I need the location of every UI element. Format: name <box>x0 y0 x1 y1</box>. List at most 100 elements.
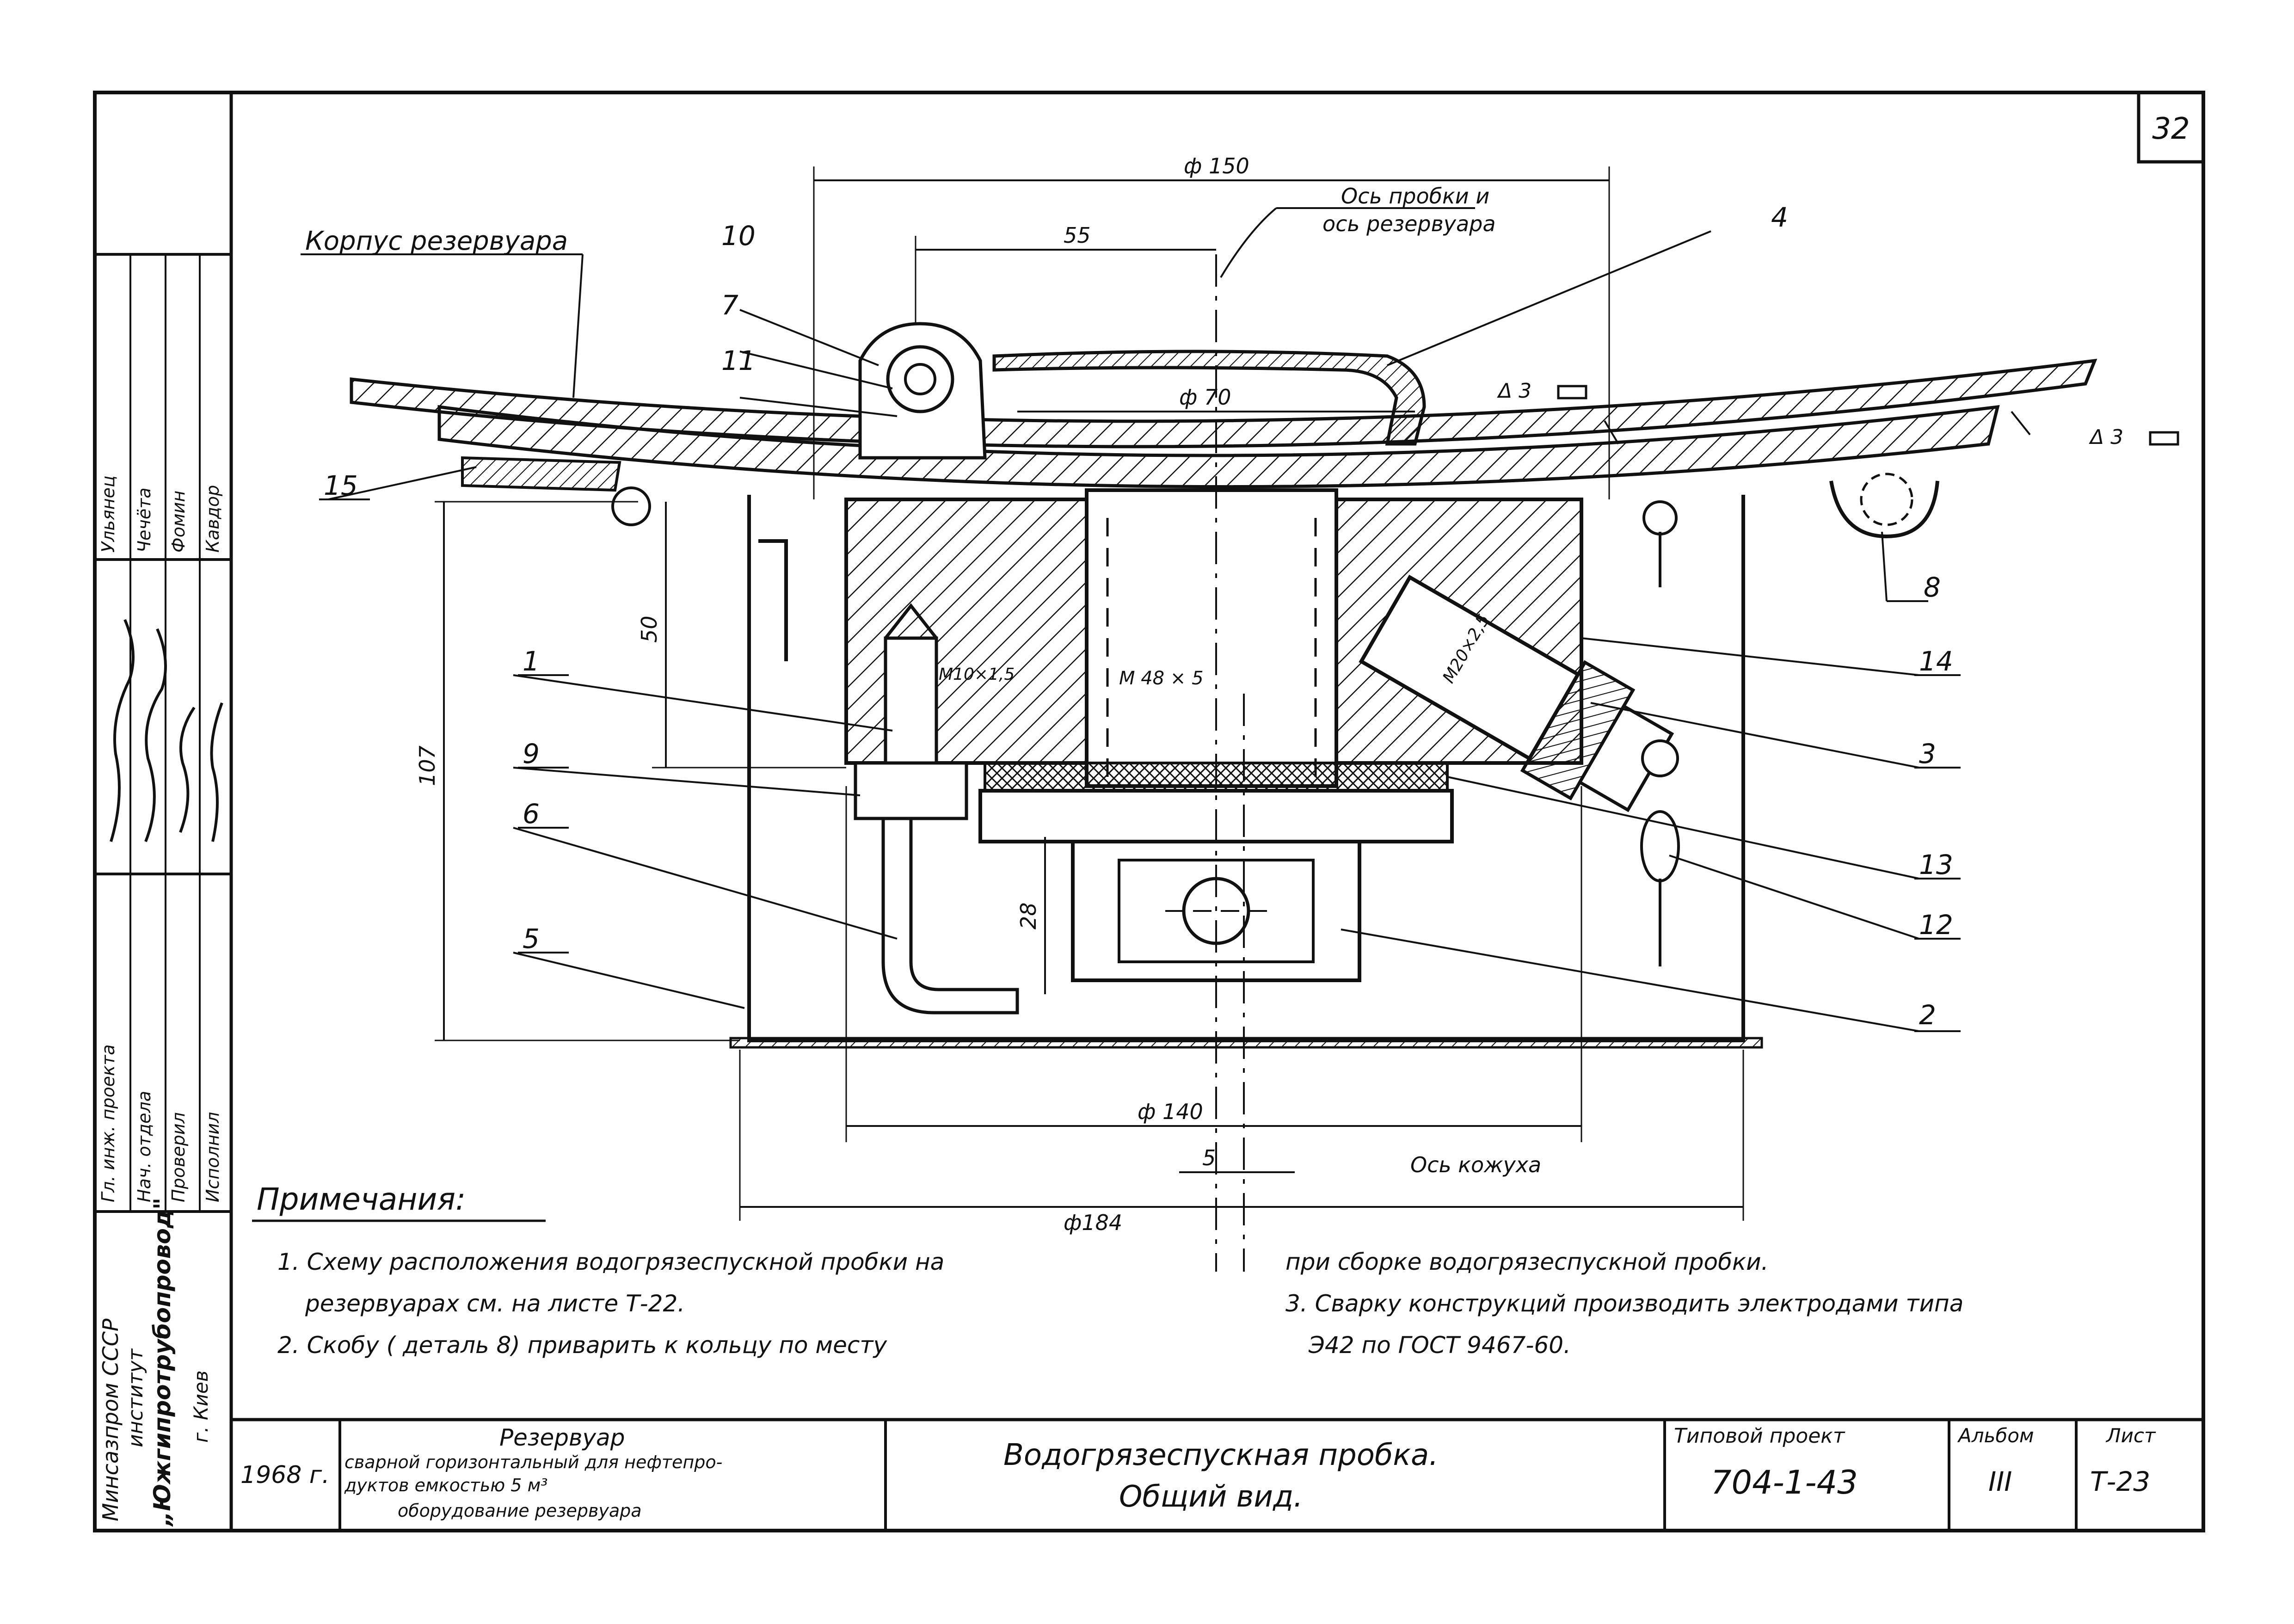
leader <box>739 397 898 417</box>
central-bore <box>1085 488 1338 788</box>
tb-title-2: Общий вид. <box>1119 1480 1303 1514</box>
tb-subject-1: Резервуар <box>499 1424 625 1451</box>
weld-mark <box>1557 385 1587 400</box>
signatures <box>110 619 223 843</box>
side-role-4: Исполнил <box>203 1112 223 1202</box>
leader <box>1220 207 1277 278</box>
side-name-3: Фомин <box>168 490 189 553</box>
sheet-number: 32 <box>2152 112 2189 146</box>
tb-subject-4: оборудование резервуара <box>398 1501 642 1521</box>
side-role-2: Нач. отдела <box>134 1090 154 1202</box>
callout-2: 2 <box>1919 999 1936 1031</box>
note-1a: 1. Схему расположения водогрязеспускной … <box>277 1249 945 1275</box>
side-name-2: Чечёта <box>134 487 154 553</box>
hinge-pin <box>904 363 936 395</box>
cover-plate <box>992 350 1426 446</box>
callout-11: 11 <box>721 345 756 376</box>
callout-3: 3 <box>1919 738 1936 769</box>
outer-frame <box>93 91 2205 1532</box>
leader <box>739 309 879 366</box>
note-1b: резервуарах см. на листе Т-22. <box>305 1290 685 1317</box>
leader <box>328 466 477 500</box>
side-org-2: институт <box>124 1348 148 1447</box>
dim-150: ф 150 <box>1184 154 1249 178</box>
leader <box>1581 637 1919 676</box>
leader <box>572 254 584 398</box>
leader <box>1604 420 1619 445</box>
dim-140: ф 140 <box>1138 1099 1203 1124</box>
note-2-cont: при сборке водогрязеспускной пробки. <box>1285 1249 1769 1275</box>
thread-m48: М 48 × 5 <box>1119 668 1204 689</box>
leader <box>1590 702 1919 769</box>
flange-lip <box>461 456 621 492</box>
tb-sheet-label: Лист <box>2106 1424 2156 1447</box>
stud-tip <box>884 603 938 640</box>
dim-50: 50 <box>637 615 662 643</box>
callout-5: 5 <box>523 923 540 954</box>
note-2: 2. Скобу ( деталь 8) приварить к кольцу … <box>277 1332 887 1359</box>
body-label: Корпус резервуара <box>305 226 568 256</box>
leader <box>1341 929 1919 1032</box>
left-eye <box>611 486 651 526</box>
callout-7: 7 <box>721 289 738 321</box>
callout-9: 9 <box>523 738 540 769</box>
notes-heading: Примечания: <box>257 1181 466 1217</box>
tb-project-label: Типовой проект <box>1674 1424 1845 1448</box>
leader <box>1669 855 1919 940</box>
side-fitting <box>1359 574 1674 812</box>
stud <box>884 636 938 779</box>
tb-subject-3: дуктов емкостью 5 м³ <box>344 1475 548 1495</box>
callout-13: 13 <box>1919 849 1953 880</box>
staple-circle <box>1860 473 1913 526</box>
leader <box>513 827 898 940</box>
chain-eye <box>1642 500 1678 535</box>
casing-bottom <box>729 1037 1763 1049</box>
dim-28: 28 <box>1016 902 1041 929</box>
tb-album-label: Альбом <box>1958 1424 2034 1447</box>
callout-14: 14 <box>1919 646 1953 677</box>
staple <box>1829 480 1939 539</box>
sheet-number-box <box>2137 91 2205 164</box>
callout-12: 12 <box>1919 909 1953 941</box>
side-name-1: Ульянец <box>98 475 118 553</box>
weld-symbol-2: Δ 3 <box>2089 425 2123 449</box>
chain-eye <box>1641 739 1679 777</box>
dim-55: 55 <box>1064 223 1091 248</box>
leader <box>513 952 745 1009</box>
callout-4: 4 <box>1771 202 1788 233</box>
leader <box>1447 776 1919 880</box>
weld-symbol-1: Δ 3 <box>1497 379 1531 403</box>
axis-tank-label: ось резервуара <box>1322 211 1496 236</box>
dim-107: 107 <box>415 745 440 786</box>
axis-plug-label: Ось пробки и <box>1341 184 1489 209</box>
dim-70: ф 70 <box>1179 385 1231 410</box>
leader <box>1881 531 1888 602</box>
dim-5: 5 <box>1202 1145 1216 1170</box>
side-org-3: „Южгипротрубопровод" <box>149 1197 176 1526</box>
leader <box>2011 411 2031 436</box>
side-role-3: Проверил <box>168 1112 189 1202</box>
tb-year: 1968 г. <box>240 1461 330 1489</box>
leader <box>513 767 861 796</box>
side-org-4: г. Киев <box>190 1370 212 1443</box>
stud-nut <box>854 761 968 820</box>
dim-184: ф184 <box>1064 1210 1122 1235</box>
callout-1: 1 <box>523 646 540 677</box>
side-role-1: Гл. инж. проекта <box>98 1044 118 1202</box>
leader <box>1387 230 1711 366</box>
callout-15: 15 <box>324 470 358 501</box>
tb-sheet-code: Т-23 <box>2090 1466 2151 1497</box>
weld-mark <box>2149 431 2179 446</box>
side-org-1: Минсазпром СССР <box>98 1318 123 1521</box>
bent-rod <box>881 817 1019 1015</box>
tb-album-number: III <box>1988 1466 2012 1497</box>
callout-6: 6 <box>523 798 540 830</box>
tb-subject-2: сварной горизонтальный для нефтепро- <box>344 1452 723 1472</box>
tb-project-number: 704-1-43 <box>1711 1464 1858 1501</box>
note-3a: 3. Сварку конструкций производить электр… <box>1285 1290 1964 1317</box>
leader <box>513 674 893 732</box>
side-name-4: Кавдор <box>203 485 223 553</box>
plug-assembly: Корпус резервуара Ось пробки и ось резер… <box>252 154 2179 1272</box>
